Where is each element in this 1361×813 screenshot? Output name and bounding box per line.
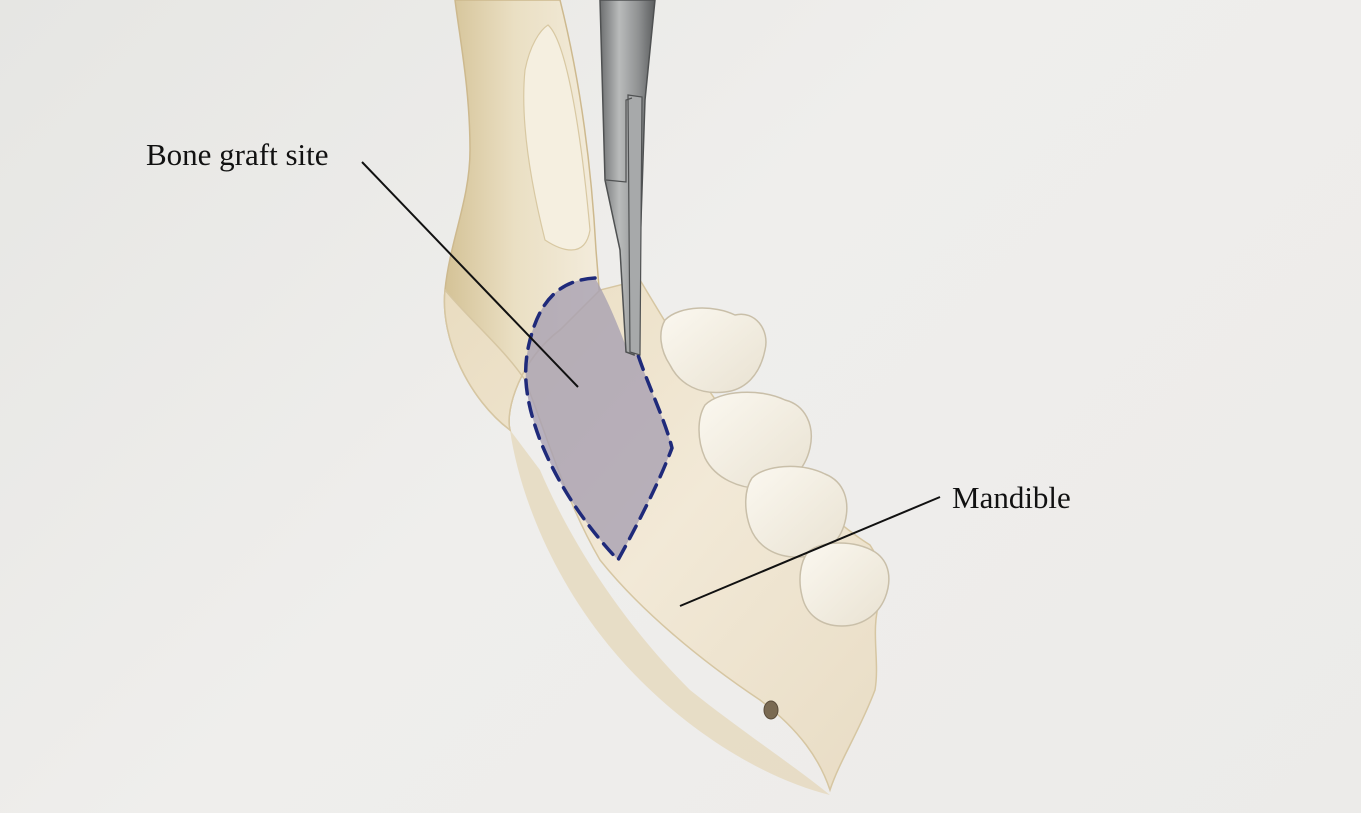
graft-dashed-outline — [523, 276, 674, 563]
retractor-instrument — [599, 0, 656, 357]
ramus-ridge — [523, 24, 591, 251]
bone-graft-site-label: Bone graft site — [146, 137, 329, 172]
molar-teeth — [660, 307, 890, 627]
graft-leader-line — [361, 161, 579, 388]
mandible-leader-line — [679, 496, 941, 607]
mandible-label: Mandible — [952, 480, 1071, 515]
mental-foramen — [763, 700, 779, 720]
bone-graft-region — [525, 278, 672, 560]
